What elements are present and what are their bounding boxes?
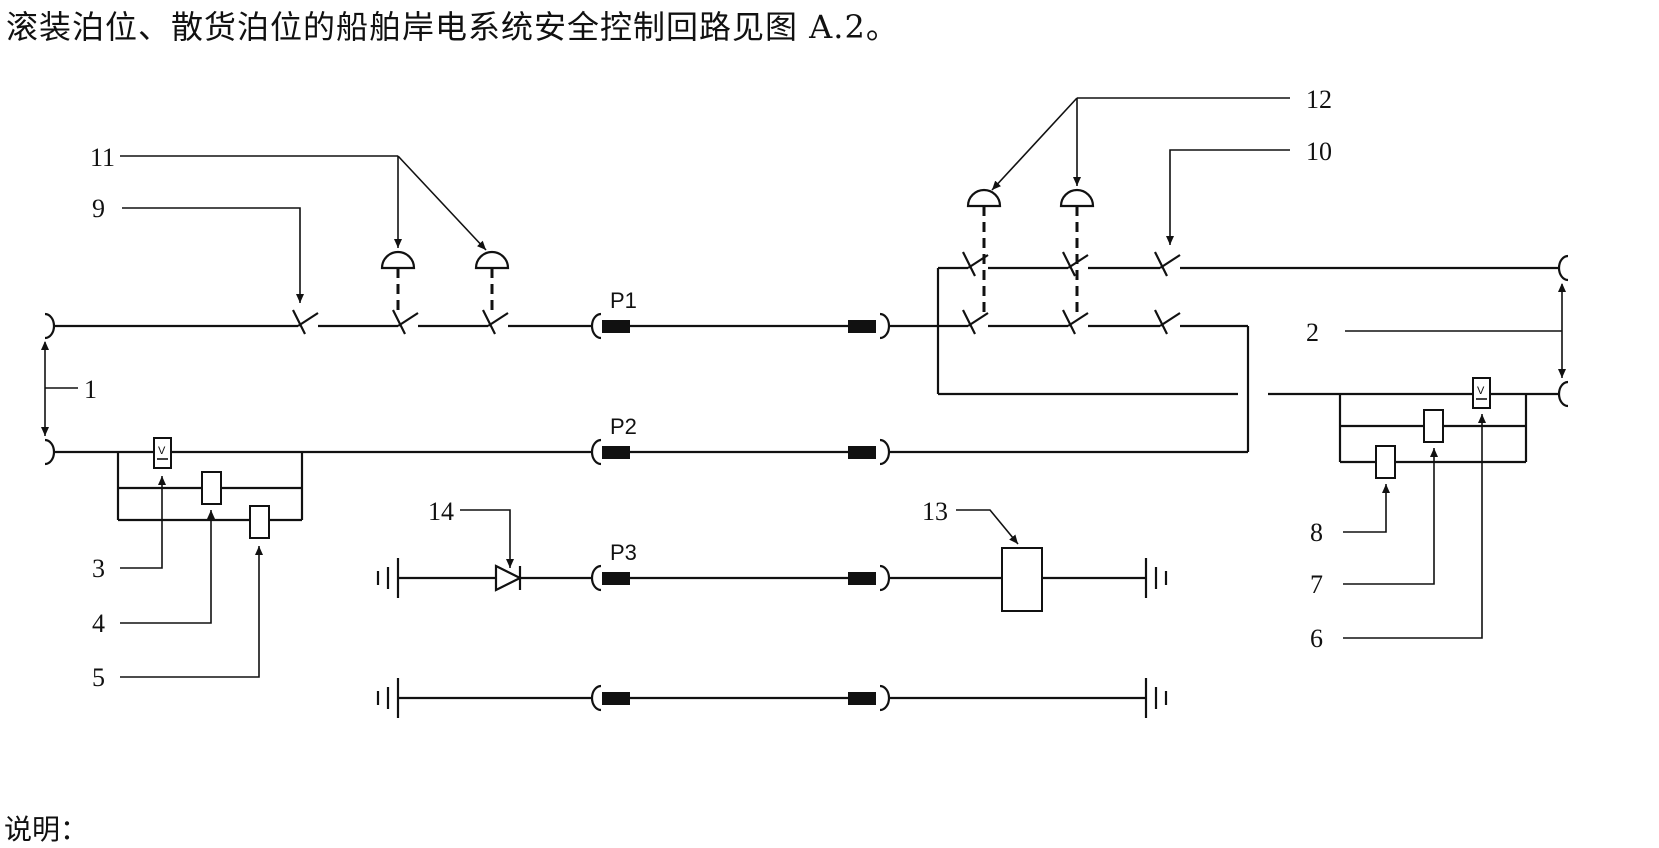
- callout-6: 6: [1310, 624, 1323, 653]
- callout-10: 10: [1306, 137, 1332, 166]
- callout-12: 12: [1306, 85, 1332, 114]
- plug-label-p3: P3: [610, 540, 637, 565]
- callout-7-leader: [1343, 448, 1438, 585]
- callout-6-leader: [1343, 414, 1486, 639]
- voltage-meter-left-glyph: V: [158, 445, 166, 457]
- callout-3-leader: [120, 476, 166, 569]
- plug-label-p2: P2: [610, 414, 637, 439]
- callout-14: 14: [428, 497, 454, 526]
- right-terminal-top: [1557, 254, 1569, 282]
- callout-8: 8: [1310, 518, 1323, 547]
- callout-8-leader: [1343, 484, 1390, 533]
- relay-7-right: [1423, 409, 1444, 443]
- line-p1-left: [54, 309, 593, 335]
- voltage-meter-right: V: [1472, 377, 1491, 409]
- callout-5: 5: [92, 663, 105, 692]
- callout-7: 7: [1310, 570, 1323, 599]
- left-terminal-top: [44, 312, 56, 340]
- relay-4-left: [201, 471, 222, 505]
- callout-10-leader: [1166, 149, 1290, 245]
- line-p3: [376, 547, 1168, 612]
- callout-5-leader: [120, 546, 263, 678]
- plug-label-p1: P1: [610, 288, 637, 313]
- emergency-stop-button-ship-2: [1059, 188, 1095, 318]
- callout-14-leader: [460, 509, 514, 568]
- relay-8-right: [1375, 445, 1396, 479]
- emergency-stop-button-left-2: [474, 250, 510, 316]
- callout-2: 2: [1306, 318, 1319, 347]
- emergency-stop-button-ship-1: [966, 188, 1002, 318]
- plug-p1: [590, 312, 891, 340]
- right-terminal-bottom: [1557, 380, 1569, 408]
- callout-13-leader: [956, 509, 1019, 545]
- callout-13: 13: [922, 497, 948, 526]
- callout-9: 9: [92, 194, 105, 223]
- line-ground: [376, 678, 1168, 718]
- legend-heading: 说明：: [4, 813, 89, 846]
- callout-1: 1: [84, 375, 97, 404]
- ship-side-switch-network: [889, 251, 1558, 452]
- callout-9-leader: [122, 207, 304, 303]
- callout-11: 11: [90, 143, 115, 172]
- line-p2: [54, 438, 1248, 466]
- relay-5-left: [249, 505, 270, 539]
- emergency-stop-button-left-1: [380, 250, 416, 316]
- callout-4-leader: [120, 510, 215, 624]
- callout-3: 3: [92, 554, 105, 583]
- intro-text: 滚装泊位、散货泊位的船舶岸电系统安全控制回路见图 A.2。: [6, 8, 899, 46]
- voltage-meter-right-glyph: V: [1477, 385, 1485, 397]
- voltage-meter-left: V: [153, 437, 172, 469]
- callout-4: 4: [92, 609, 105, 638]
- left-terminal-bottom: [44, 438, 56, 466]
